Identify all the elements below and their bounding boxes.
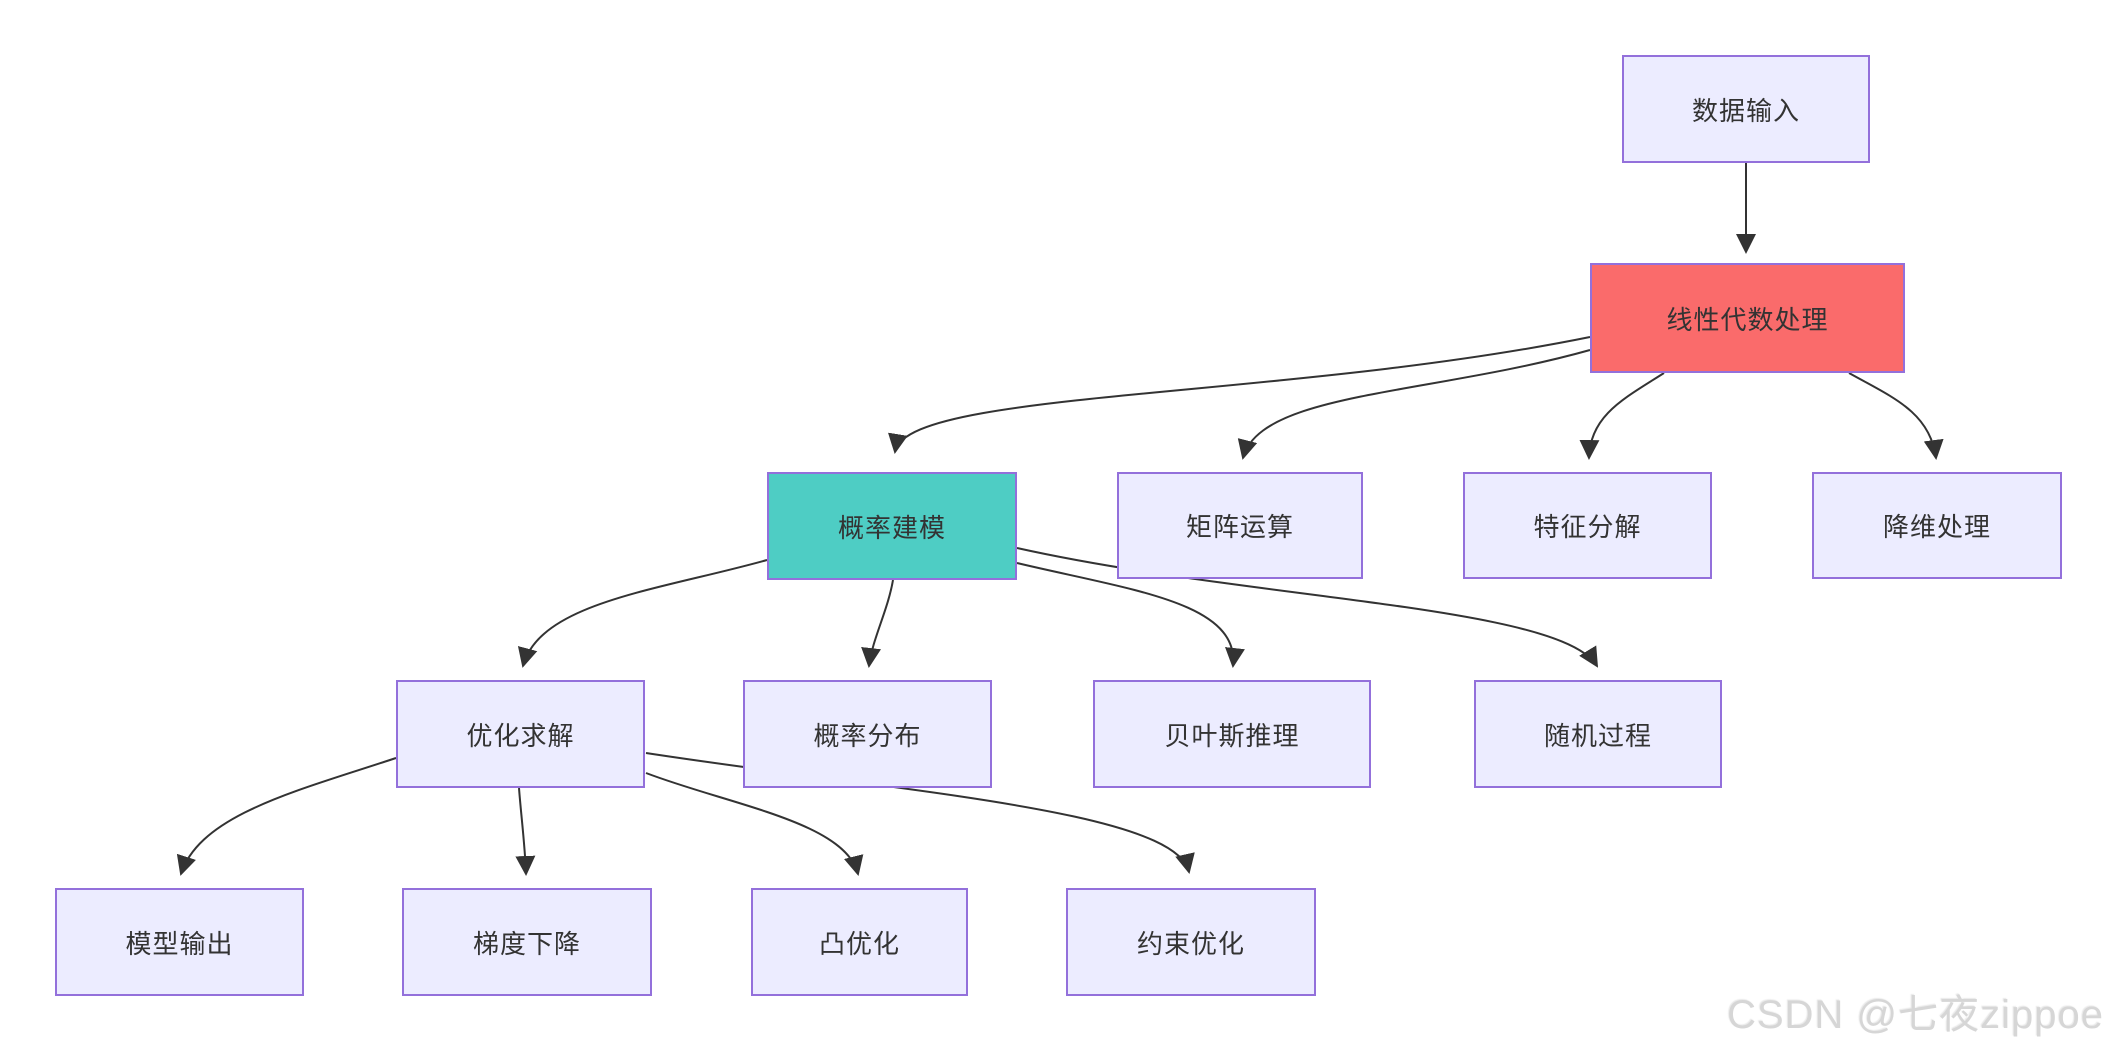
node-label: 线性代数处理	[1666, 304, 1829, 335]
node-label: 特征分解	[1533, 512, 1642, 542]
edge-prob-model-to-optimization	[517, 559, 768, 668]
node-data-input: 数据输入	[1622, 55, 1870, 163]
node-linear-algebra: 线性代数处理	[1590, 263, 1905, 373]
node-label: 概率分布	[813, 720, 922, 751]
node-label: 约束优化	[1136, 928, 1245, 959]
node-dim-reduction: 降维处理	[1812, 472, 2062, 579]
csdn-watermark: CSDN @七夜zippoe	[1727, 993, 2104, 1037]
edge-linear-algebra-to-matrix-ops	[1237, 349, 1591, 460]
node-model-output: 模型输出	[55, 888, 304, 996]
node-label: 凸优化	[818, 928, 900, 959]
node-label: 梯度下降	[472, 928, 581, 959]
node-convex-opt: 凸优化	[751, 888, 968, 996]
node-eigen-decomp: 特征分解	[1463, 472, 1712, 579]
node-label: 贝叶斯推理	[1164, 720, 1300, 751]
node-matrix-ops: 矩阵运算	[1117, 472, 1363, 579]
edge-optimization-to-model-output	[176, 757, 397, 876]
node-label: 数据输入	[1691, 95, 1800, 126]
edge-linear-algebra-to-eigen-decomp	[1579, 372, 1665, 460]
node-label: 优化求解	[466, 720, 575, 751]
node-label: 矩阵运算	[1185, 512, 1294, 542]
node-label: 随机过程	[1543, 720, 1652, 751]
edge-optimization-to-convex-opt	[645, 772, 864, 876]
node-prob-model: 概率建模	[767, 472, 1017, 580]
node-bayesian: 贝叶斯推理	[1093, 680, 1371, 788]
edge-prob-model-to-prob-dist	[861, 579, 894, 668]
node-prob-dist: 概率分布	[743, 680, 992, 788]
node-label: 模型输出	[125, 928, 234, 959]
edge-prob-model-to-bayesian	[1016, 562, 1245, 668]
edge-linear-algebra-to-dim-reduction	[1848, 372, 1944, 460]
node-optimization: 优化求解	[396, 680, 645, 788]
edge-linear-algebra-to-prob-model	[888, 336, 1591, 454]
edge-optimization-to-gradient-descent	[515, 787, 536, 876]
node-gradient-descent: 梯度下降	[402, 888, 652, 996]
node-constrained-opt: 约束优化	[1066, 888, 1316, 996]
node-label: 概率建模	[837, 512, 946, 543]
node-stochastic: 随机过程	[1474, 680, 1722, 788]
node-label: 降维处理	[1882, 512, 1991, 542]
